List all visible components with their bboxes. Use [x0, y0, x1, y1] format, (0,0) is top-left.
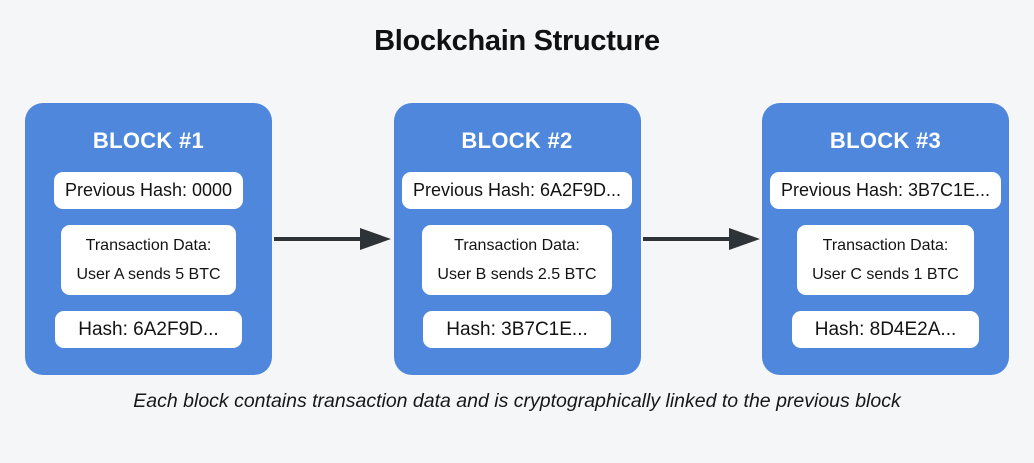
transaction-label: Transaction Data: — [454, 237, 580, 254]
transaction-detail: User A sends 5 BTC — [76, 266, 221, 283]
block-1: BLOCK #1 Previous Hash: 0000 Transaction… — [25, 103, 272, 375]
transaction-detail: User C sends 1 BTC — [812, 266, 959, 283]
block-2: BLOCK #2 Previous Hash: 6A2F9D... Transa… — [393, 103, 641, 375]
transaction-label: Transaction Data: — [822, 237, 949, 254]
block-3-hash: Hash: 8D4E2A... — [791, 311, 980, 348]
diagram-caption: Each block contains transaction data and… — [133, 390, 901, 412]
block-3-transaction-box: Transaction Data: User C sends 1 BTC — [797, 225, 974, 295]
transaction-detail: User B sends 2.5 BTC — [437, 266, 597, 283]
blocks-row: BLOCK #1 Previous Hash: 0000 Transaction… — [25, 103, 1009, 375]
block-1-transaction-box: Transaction Data: User A sends 5 BTC — [61, 225, 236, 295]
block-2-hash: Hash: 3B7C1E... — [423, 311, 611, 348]
block-3-previous-hash: Previous Hash: 3B7C1E... — [769, 172, 1002, 209]
block-2-previous-hash: Previous Hash: 6A2F9D... — [401, 172, 633, 209]
block-1-previous-hash: Previous Hash: 0000 — [53, 172, 244, 209]
block-1-hash: Hash: 6A2F9D... — [55, 311, 242, 348]
arrow-right-icon — [272, 219, 394, 259]
diagram-title: Blockchain Structure — [374, 25, 660, 57]
diagram-canvas: Blockchain Structure BLOCK #1 Previous H… — [0, 25, 1034, 463]
block-3-title: BLOCK #3 — [829, 128, 942, 153]
block-1-title: BLOCK #1 — [92, 128, 205, 153]
transaction-label: Transaction Data: — [85, 237, 212, 254]
block-2-title: BLOCK #2 — [461, 128, 573, 153]
block-2-transaction-box: Transaction Data: User B sends 2.5 BTC — [422, 225, 612, 295]
block-3: BLOCK #3 Previous Hash: 3B7C1E... Transa… — [762, 103, 1009, 375]
arrow-right-icon — [641, 219, 763, 259]
